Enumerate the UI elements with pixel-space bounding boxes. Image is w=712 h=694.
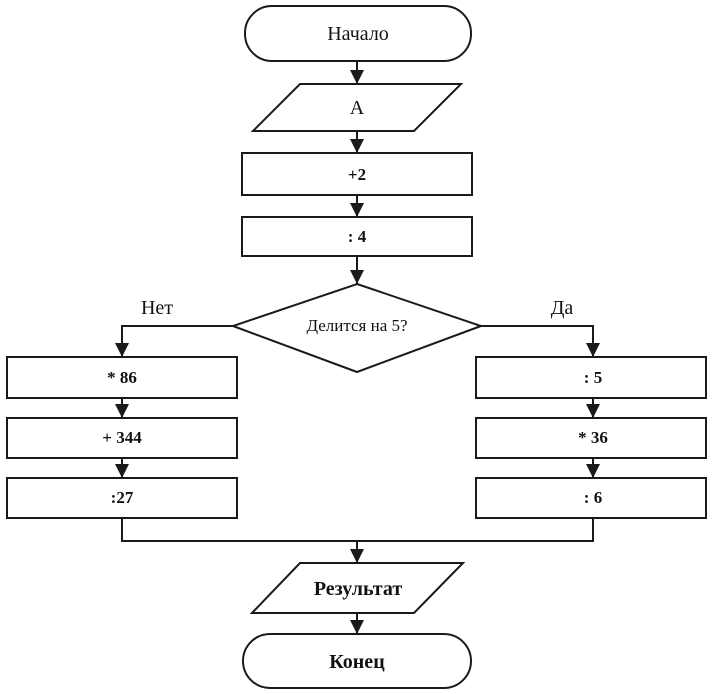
yes-step-1: : 5 xyxy=(584,368,602,387)
output-label: Результат xyxy=(314,578,403,600)
yes-label: Да xyxy=(551,297,574,319)
process-add-label: +2 xyxy=(348,165,366,184)
no-step-2: + 344 xyxy=(102,428,142,447)
start-label: Начало xyxy=(327,23,389,45)
end-terminator: Конец xyxy=(242,633,472,689)
process-add: +2 xyxy=(241,152,473,196)
decision-label: Делится на 5? xyxy=(306,316,407,335)
yes-step-3: : 6 xyxy=(584,488,602,507)
process-divide: : 4 xyxy=(241,216,473,257)
no-step-1: * 86 xyxy=(107,368,137,387)
connectors xyxy=(115,61,600,634)
no-label: Нет xyxy=(141,297,173,319)
end-label: Конец xyxy=(329,651,385,673)
input-parallelogram: A xyxy=(250,83,464,132)
yes-branch: : 5 * 36 : 6 xyxy=(475,356,707,519)
no-branch: * 86 + 344 :27 xyxy=(6,356,238,519)
yes-step-2: * 36 xyxy=(578,428,608,447)
process-divide-label: : 4 xyxy=(348,227,367,246)
no-step-3: :27 xyxy=(111,488,134,507)
input-label: A xyxy=(350,97,365,119)
start-terminator: Начало xyxy=(244,5,472,62)
output-parallelogram: Результат xyxy=(249,562,466,614)
decision-diamond: Делится на 5? xyxy=(230,282,484,374)
